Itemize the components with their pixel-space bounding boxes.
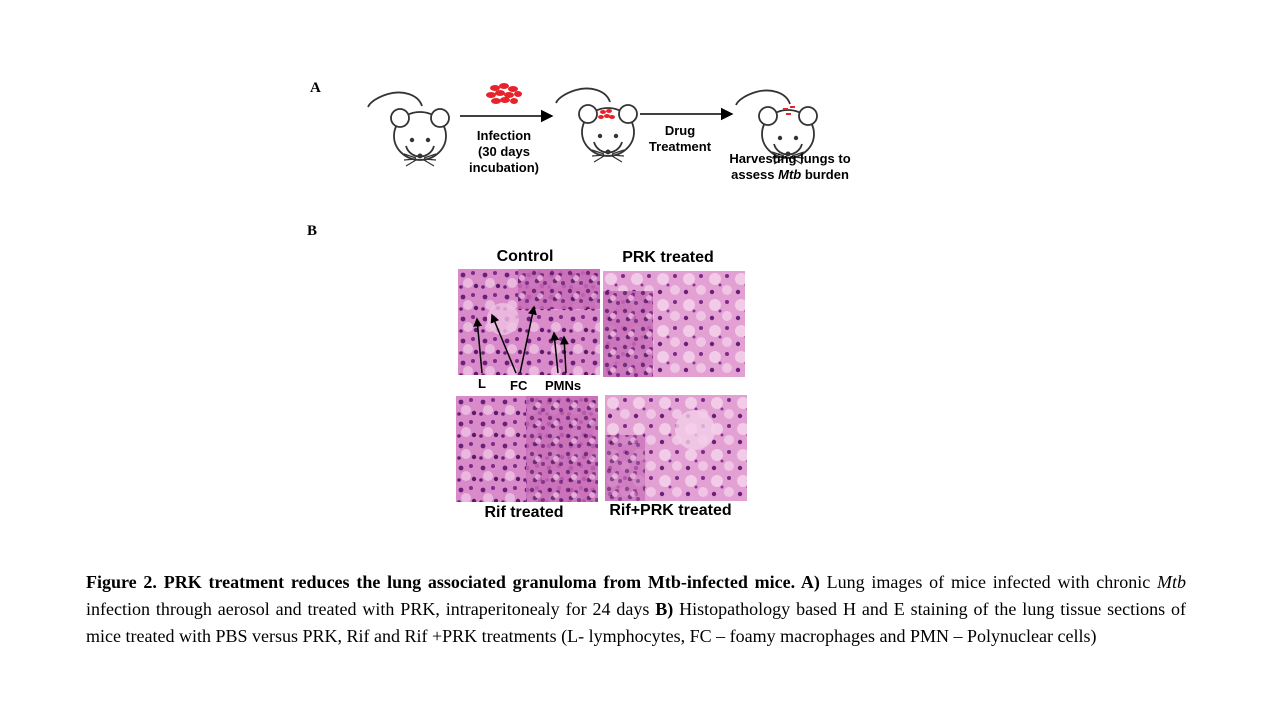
step-infection-line2: (30 days xyxy=(477,144,531,159)
step-infection-line1: Infection xyxy=(476,128,532,143)
step-infection-label: Infection (30 days incubation) xyxy=(454,128,554,176)
title-rif: Rif treated xyxy=(484,504,564,521)
step-drug-line2: Treatment xyxy=(648,139,712,154)
caption-text2: infection through aerosol and treated wi… xyxy=(86,599,656,619)
step-drug-line1: Drug xyxy=(664,123,696,138)
step-drug-label: Drug Treatment xyxy=(640,123,720,155)
caption-text1: Lung images of mice infected with chroni… xyxy=(819,572,1157,592)
annotation-pmns: PMNs xyxy=(545,378,582,393)
mouse-2-icon xyxy=(555,87,638,163)
panel-a-schematic xyxy=(367,83,818,167)
step-infection-line3: incubation) xyxy=(468,160,540,175)
step-harvest-label: Harvesting lungs to assess Mtb burden xyxy=(715,151,865,183)
panel-b-letter: B xyxy=(307,223,318,239)
title-prk: PRK treated xyxy=(622,249,714,266)
caption-bold-b: B) xyxy=(655,599,674,619)
annotation-l: L xyxy=(478,376,486,391)
mouse-1-icon xyxy=(367,91,450,167)
title-control: Control xyxy=(496,248,554,265)
caption-text3: Histopathology based H and E staining of… xyxy=(86,599,1186,646)
step-harvest-line2: assess Mtb burden xyxy=(715,167,865,183)
caption-italic-mtb: Mtb xyxy=(1156,572,1186,592)
title-rif-prk: Rif+PRK treated xyxy=(609,502,732,519)
mouse-3-icon xyxy=(735,89,818,165)
micrograph-rif-prk xyxy=(605,395,747,501)
panel-a-letter: A xyxy=(310,80,321,96)
bacteria-cluster-icon xyxy=(486,83,522,104)
micrograph-prk xyxy=(603,271,745,377)
caption-bold-lead: Figure 2. PRK treatment reduces the lung… xyxy=(86,572,820,592)
figure-caption: Figure 2. PRK treatment reduces the lung… xyxy=(86,569,1186,650)
step-harvest-mtb: Mtb xyxy=(778,167,802,182)
annotation-fc: FC xyxy=(510,378,528,393)
control-annotation-arrows xyxy=(473,305,569,374)
step-harvest-post: burden xyxy=(801,167,849,182)
step-harvest-line1: Harvesting lungs to xyxy=(729,151,851,166)
micrograph-rif xyxy=(456,396,598,502)
step-harvest-pre: assess xyxy=(731,167,779,182)
